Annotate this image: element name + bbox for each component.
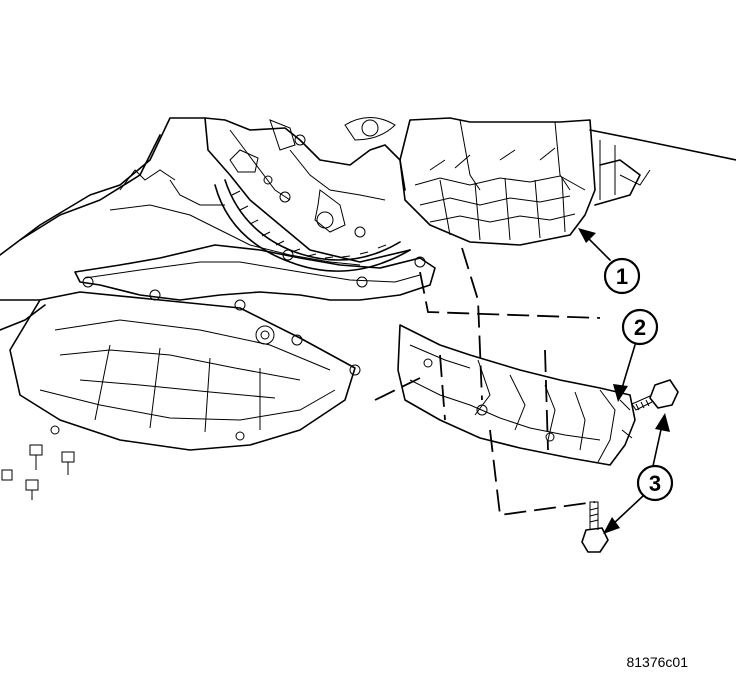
callout-2: 2 [621,308,659,346]
callout-3: 3 [636,464,674,502]
bolt-lower [581,501,609,553]
callout-1: 1 [603,257,641,295]
crossmember-assembly [399,117,736,246]
pan-studs [1,444,75,500]
figure-id: 81376c01 [626,654,688,670]
transmission-housing [0,117,411,266]
flange-bolt-holes [82,226,426,376]
ribbed-flange-ring [214,179,411,272]
bolt-upper [631,379,679,411]
skid-plate-bracket [397,324,636,466]
oil-pan-flange [74,226,436,376]
callout-1-label: 1 [616,264,628,289]
callout-2-label: 2 [634,315,646,340]
callout-3-label: 3 [649,471,661,496]
callout-arrows [578,228,670,534]
oil-pan [0,291,356,451]
